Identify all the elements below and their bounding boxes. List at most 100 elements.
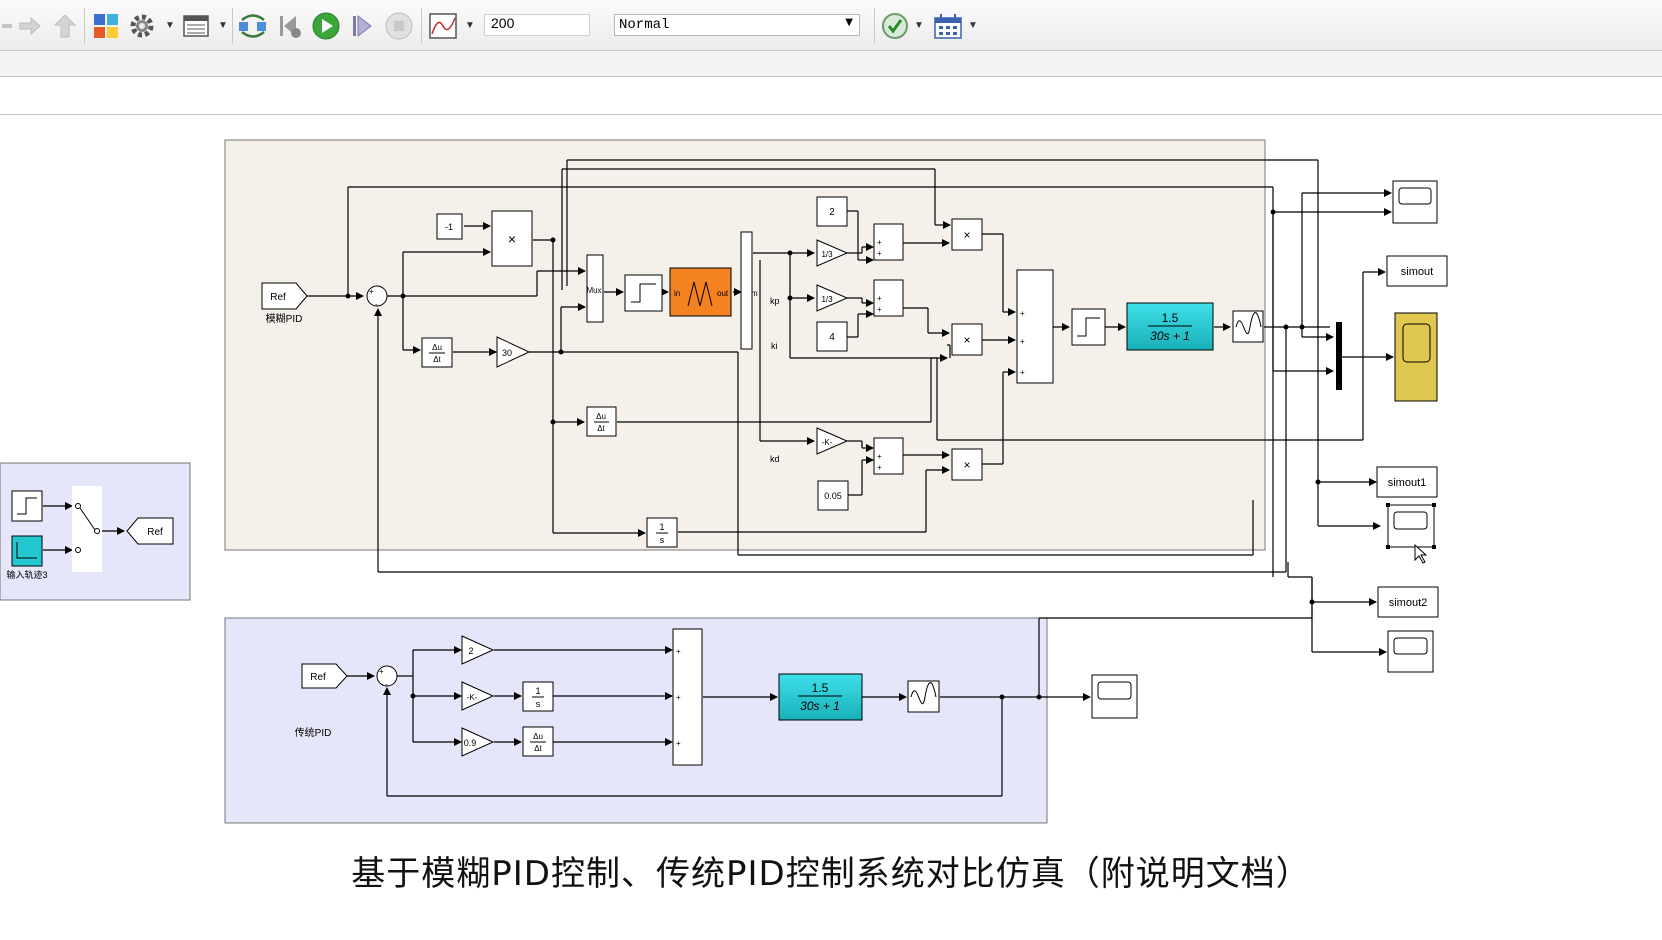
traditional-sum-block[interactable]: +- (376, 665, 398, 689)
traditional-pid-subsystem-area (224, 617, 1048, 824)
const-005-block[interactable]: 0.05 (817, 480, 849, 511)
traditional-integrator[interactable]: 1 s (522, 681, 554, 712)
chevron-down-icon[interactable]: ▼ (218, 20, 228, 31)
chevron-down-icon[interactable]: ▼ (465, 20, 475, 31)
traditional-pid-sum[interactable]: + + + (672, 628, 703, 766)
scope-block-2[interactable] (1386, 503, 1436, 549)
const-005-label: 0.05 (824, 491, 842, 501)
svg-text:-: - (375, 300, 378, 309)
integ-den: s (660, 535, 665, 545)
stop-icon[interactable] (382, 9, 416, 43)
update-diagram-icon[interactable] (236, 9, 270, 43)
check-icon[interactable] (878, 9, 912, 43)
fuzzy-pid-caption: 模糊PID (266, 312, 303, 325)
sum-block-ki[interactable]: + + (873, 279, 904, 317)
run-icon[interactable] (309, 9, 343, 43)
model-canvas[interactable]: Ref 模糊PID +- -1 × Δu Δt 30 Mux in out (0, 115, 1662, 935)
product-label: × (963, 458, 970, 472)
gain-k-block[interactable]: -K- (816, 427, 849, 455)
traditional-ref-from[interactable]: Ref (301, 663, 348, 689)
product-block-1[interactable]: × (491, 210, 533, 267)
deriv-top: Δu (596, 412, 606, 421)
fuzzy-sum-block[interactable]: +- (366, 285, 388, 309)
mux-block[interactable]: Mux (586, 254, 604, 323)
scope-block-1[interactable] (1392, 180, 1438, 224)
svg-text:-: - (385, 680, 388, 689)
gain-30-block[interactable]: 30 (496, 336, 531, 368)
step-back-icon[interactable] (274, 9, 306, 43)
derivative-block-1[interactable]: Δu Δt (421, 337, 453, 368)
traditional-gain-k[interactable]: -K- (461, 681, 495, 711)
sum-block-kd[interactable]: + + (873, 437, 904, 475)
trad-gain-09-label: 0.9 (464, 738, 477, 748)
sum-block-kp[interactable]: + + (873, 223, 904, 261)
schedule-icon[interactable] (932, 9, 964, 43)
const-4-block[interactable]: 4 (816, 321, 848, 352)
traditional-gain-2[interactable]: 2 (461, 635, 495, 665)
block-diagram: Ref 模糊PID +- -1 × Δu Δt 30 Mux in out (0, 139, 1448, 824)
product-block-3[interactable]: × (951, 323, 983, 356)
library-browser-icon[interactable] (90, 9, 122, 43)
fuzzy-logic-controller[interactable]: in out (669, 267, 732, 317)
plus-sign: + (676, 647, 681, 656)
simout1-block[interactable]: simout1 (1376, 466, 1438, 498)
derivative-block-2[interactable]: Δu Δt (586, 406, 617, 437)
chevron-down-icon[interactable]: ▼ (914, 20, 924, 31)
gear-icon[interactable] (126, 9, 158, 43)
svg-text:+: + (379, 667, 384, 676)
chevron-down-icon: ▼ (845, 17, 853, 28)
traditional-scope[interactable] (1091, 674, 1138, 719)
step-forward-icon[interactable] (346, 9, 378, 43)
gain-1-3-a-label: 1/3 (821, 250, 833, 259)
trad-gain-k-label: -K- (467, 693, 478, 702)
bus-creator[interactable] (1336, 322, 1342, 390)
simout-label: simout (1401, 266, 1433, 278)
trad-deriv-bottom: Δt (534, 744, 542, 753)
traditional-transport-delay[interactable] (907, 680, 940, 713)
back-arrow-icon[interactable] (0, 9, 14, 43)
fuzzy-ref-goto[interactable]: Ref (261, 282, 308, 310)
saturation-block-1[interactable] (624, 274, 663, 312)
up-arrow-icon[interactable] (50, 9, 80, 43)
gain-30-label: 30 (502, 348, 512, 358)
input-ref-goto[interactable]: Ref (126, 517, 174, 545)
ki-label: ki (771, 341, 778, 351)
input-trajectory-caption: 输入轨迹3 (6, 569, 47, 580)
chevron-down-icon[interactable]: ▼ (165, 20, 175, 31)
simout2-block[interactable]: simout2 (1377, 586, 1439, 618)
deriv-bottom: Δt (597, 424, 605, 433)
simulation-mode-select[interactable]: Normal ▼ (614, 14, 860, 36)
transport-delay-block[interactable] (1232, 310, 1264, 343)
stop-time-input[interactable]: 200 (484, 14, 590, 36)
const-neg1-block[interactable]: -1 (436, 213, 463, 240)
scope-icon[interactable] (426, 9, 460, 43)
product-label: × (963, 333, 970, 347)
integrator-block[interactable]: 1 s (646, 517, 678, 548)
gain-1-3-block-a[interactable]: 1/3 (816, 239, 849, 267)
trad-integ-den: s (536, 699, 541, 709)
traditional-plant-transfer-fcn[interactable]: 1.5 30s + 1 (778, 673, 863, 721)
demux-block[interactable]: m (740, 231, 758, 350)
plant-den: 30s + 1 (1150, 329, 1190, 343)
fuzzy-plant-transfer-fcn[interactable]: 1.5 30s + 1 (1126, 302, 1214, 351)
chevron-down-icon[interactable]: ▼ (968, 20, 978, 31)
kd-label: kd (770, 454, 780, 464)
gain-1-3-block-b[interactable]: 1/3 (816, 284, 849, 312)
scope-block-yellow[interactable] (1394, 312, 1438, 402)
product-block-2[interactable]: × (951, 218, 983, 251)
pid-sum-block[interactable]: + + + (1016, 269, 1054, 384)
product-block-4[interactable]: × (951, 448, 983, 481)
trajectory-source-block[interactable] (11, 535, 43, 567)
saturation-block-2[interactable] (1071, 308, 1106, 346)
traditional-gain-09[interactable]: 0.9 (461, 727, 495, 757)
plus-sign: + (877, 249, 882, 258)
const-2-label: 2 (829, 207, 835, 218)
step-source-block[interactable] (11, 490, 43, 522)
manual-switch-block[interactable] (72, 486, 102, 572)
model-explorer-icon[interactable] (180, 9, 212, 43)
traditional-derivative[interactable]: Δu Δt (522, 726, 554, 757)
forward-arrow-icon[interactable] (14, 9, 46, 43)
scope-block-3[interactable] (1387, 630, 1434, 673)
const-2-block[interactable]: 2 (816, 196, 848, 227)
simout-block[interactable]: simout (1386, 255, 1448, 287)
